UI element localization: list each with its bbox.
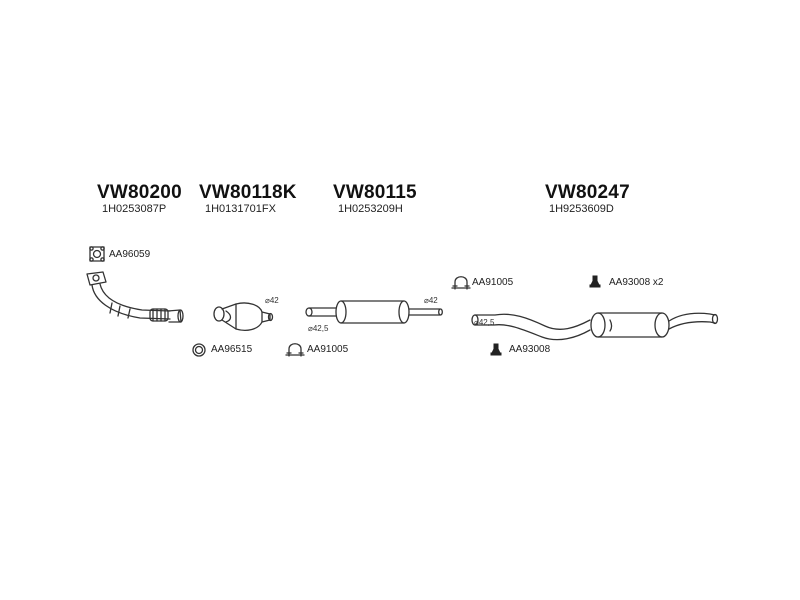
part-number-front-pipe: VW80200	[97, 182, 182, 203]
u-clamp-icon	[451, 276, 471, 290]
mid-outlet-diameter: ⌀42	[424, 296, 438, 305]
rear-inlet-diameter: ⌀42,5	[474, 318, 495, 327]
oe-number-middle-silencer: 1H0253209H	[338, 203, 403, 215]
oe-number-catalytic-converter: 1H0131701FX	[205, 203, 276, 215]
oe-number-rear-silencer: 1H9253609D	[549, 203, 614, 215]
ring-gasket-label: AA96515	[211, 344, 253, 355]
catalytic-converter-drawing	[213, 302, 274, 331]
part-number-rear-silencer: VW80247	[545, 182, 630, 203]
hanger-double-label: AA93008 x2	[609, 277, 664, 288]
front-pipe-drawing	[86, 271, 184, 323]
gasket-square-label: AA96059	[109, 249, 151, 260]
u-clamp-icon	[285, 343, 305, 357]
ring-gasket-icon	[192, 343, 206, 357]
rear-silencer-drawing	[471, 312, 719, 341]
part-number-middle-silencer: VW80115	[333, 182, 417, 203]
rubber-hanger-icon	[490, 343, 502, 356]
mid-inlet-diameter: ⌀42,5	[308, 324, 329, 333]
cat-outlet-diameter: ⌀42	[265, 296, 279, 305]
clamp-label-rear: AA91005	[472, 277, 514, 288]
square-gasket-icon	[89, 246, 105, 262]
oe-number-front-pipe: 1H0253087P	[102, 203, 167, 215]
rubber-hanger-icon	[589, 275, 601, 288]
part-number-catalytic-converter: VW80118K	[199, 182, 297, 203]
clamp-label-mid: AA91005	[307, 344, 349, 355]
middle-silencer-drawing	[305, 300, 443, 324]
hanger-single-label: AA93008	[509, 344, 551, 355]
